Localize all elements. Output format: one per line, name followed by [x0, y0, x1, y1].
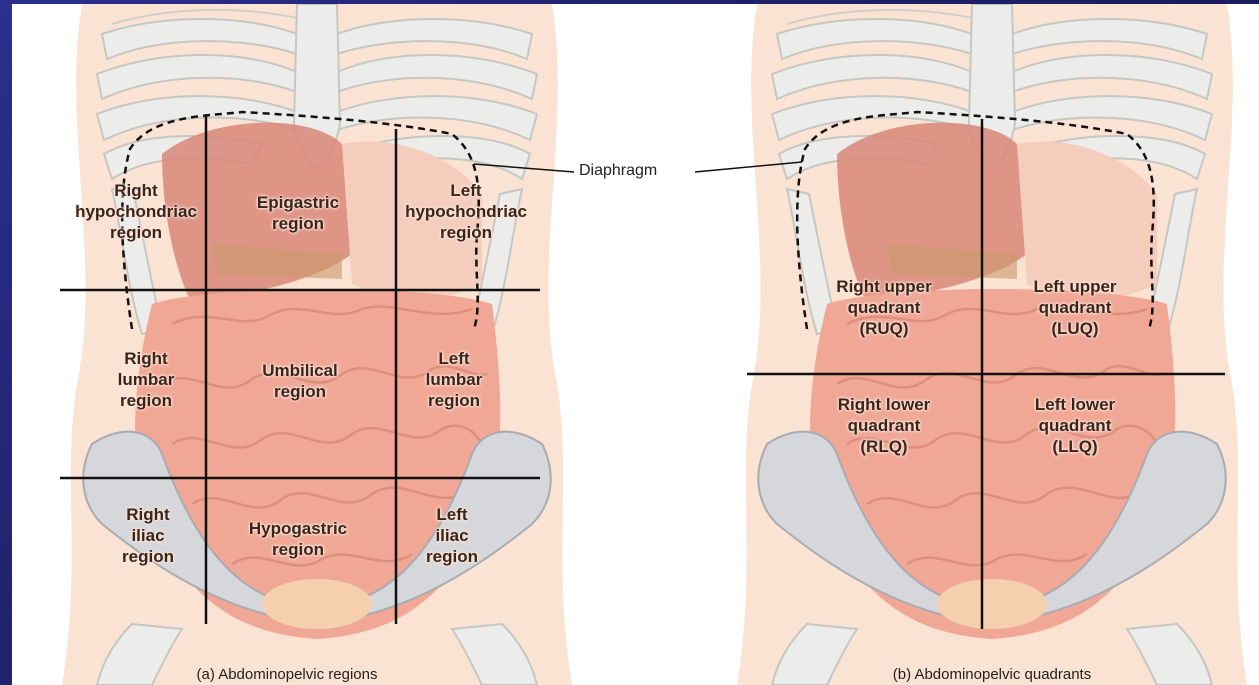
label-line: quadrant: [1035, 415, 1115, 436]
label-line: Right upper: [836, 276, 931, 297]
label-line: Left upper: [1033, 276, 1116, 297]
label-line: Umbilical: [262, 360, 338, 381]
anatomy-illustration: [12, 4, 1259, 685]
label-line: iliac: [122, 525, 174, 546]
caption-panel-b: (b) Abdominopelvic quadrants: [893, 666, 1091, 683]
label-line: lumbar: [426, 369, 483, 390]
label-line: Right: [118, 348, 175, 369]
caption-panel-a: (a) Abdominopelvic regions: [197, 666, 378, 683]
label-line: (RLQ): [838, 436, 931, 457]
label-line: region: [118, 390, 175, 411]
label-line: region: [426, 546, 478, 567]
label-line: region: [405, 222, 527, 243]
diagram-frame: Diaphragm Right hypochondriac region Epi…: [12, 4, 1259, 685]
label-rlq: Right lower quadrant (RLQ): [838, 394, 931, 457]
label-line: iliac: [426, 525, 478, 546]
label-epigastric: Epigastric region: [257, 192, 339, 234]
label-line: (LLQ): [1035, 436, 1115, 457]
label-right-iliac: Right iliac region: [122, 504, 174, 567]
label-line: quadrant: [836, 297, 931, 318]
label-line: quadrant: [838, 415, 931, 436]
label-llq: Left lower quadrant (LLQ): [1035, 394, 1115, 457]
label-line: Left: [426, 504, 478, 525]
torso-illustration-a: [62, 4, 572, 685]
label-right-lumbar: Right lumbar region: [118, 348, 175, 411]
label-line: region: [249, 539, 347, 560]
label-line: region: [426, 390, 483, 411]
label-line: Right lower: [838, 394, 931, 415]
label-right-hypochondriac: Right hypochondriac region: [75, 180, 197, 243]
label-left-lumbar: Left lumbar region: [426, 348, 483, 411]
label-line: Left: [426, 348, 483, 369]
label-line: hypochondriac: [75, 201, 197, 222]
label-left-iliac: Left iliac region: [426, 504, 478, 567]
label-line: region: [122, 546, 174, 567]
label-umbilical: Umbilical region: [262, 360, 338, 402]
label-line: (LUQ): [1033, 318, 1116, 339]
label-line: Hypogastric: [249, 518, 347, 539]
label-line: Right: [75, 180, 197, 201]
label-line: Left: [405, 180, 527, 201]
label-left-hypochondriac: Left hypochondriac region: [405, 180, 527, 243]
label-line: region: [75, 222, 197, 243]
label-line: (RUQ): [836, 318, 931, 339]
diaphragm-label: Diaphragm: [579, 162, 657, 180]
label-line: hypochondriac: [405, 201, 527, 222]
torso-illustration-b: [737, 4, 1247, 685]
label-line: region: [262, 381, 338, 402]
label-line: lumbar: [118, 369, 175, 390]
label-line: quadrant: [1033, 297, 1116, 318]
label-line: region: [257, 213, 339, 234]
label-luq: Left upper quadrant (LUQ): [1033, 276, 1116, 339]
label-hypogastric: Hypogastric region: [249, 518, 347, 560]
label-line: Left lower: [1035, 394, 1115, 415]
label-line: Right: [122, 504, 174, 525]
label-ruq: Right upper quadrant (RUQ): [836, 276, 931, 339]
label-line: Epigastric: [257, 192, 339, 213]
